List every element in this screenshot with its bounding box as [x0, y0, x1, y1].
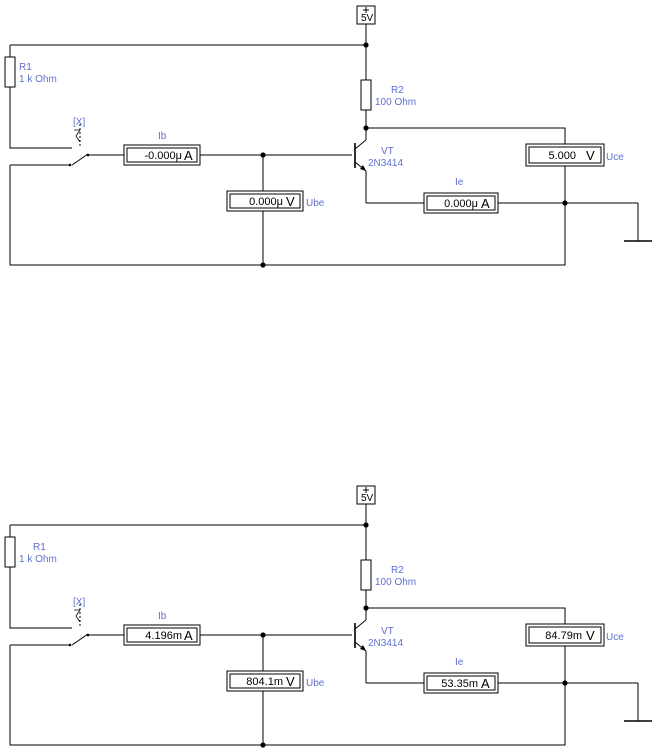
- ube-reading: 0.000μ: [249, 196, 283, 208]
- uce-reading: 5.000: [548, 150, 576, 162]
- r1-value: 1 k Ohm: [19, 74, 57, 85]
- ie-unit: A: [481, 196, 490, 211]
- uce-reading: 84.79m: [545, 630, 582, 642]
- ib-reading: -0.000μ: [144, 150, 182, 162]
- source-label: 5V: [361, 493, 374, 504]
- transistor-name: VT: [381, 146, 394, 157]
- uce-unit: V: [586, 148, 595, 163]
- source-label: 5V: [361, 13, 374, 24]
- ie-label: Ie: [455, 177, 464, 188]
- r2-name: R2: [391, 85, 404, 96]
- ib-unit: A: [184, 148, 193, 163]
- transistor-model: 2N3414: [368, 638, 403, 649]
- ie-reading: 0.000μ: [444, 198, 478, 210]
- ib-unit: A: [184, 628, 193, 643]
- ie-reading: 53.35m: [441, 678, 478, 690]
- uce-label: Uce: [606, 632, 624, 643]
- r1-name: R1: [19, 62, 32, 73]
- ube-unit: V: [286, 194, 295, 209]
- ube-label: Ube: [306, 678, 325, 689]
- circuit-top: 5V R1 1 k Ohm R2 100 Ohm [X] VT 2N3414 I…: [4, 5, 653, 269]
- uce-label: Uce: [606, 152, 624, 163]
- ube-unit: V: [286, 674, 295, 689]
- ie-label: Ie: [455, 657, 464, 668]
- circuit-bottom: 5V R1 1 k Ohm R2 100 Ohm [X] VT 2N3414 I…: [4, 485, 653, 749]
- r2-name: R2: [391, 565, 404, 576]
- transistor-model: 2N3414: [368, 158, 403, 169]
- ube-label: Ube: [306, 198, 325, 209]
- transistor-name: VT: [381, 626, 394, 637]
- r1-name: R1: [33, 542, 46, 553]
- ib-reading: 4.196m: [145, 630, 182, 642]
- switch-key: [X]: [73, 597, 85, 608]
- ie-unit: A: [481, 676, 490, 691]
- r2-value: 100 Ohm: [375, 577, 416, 588]
- switch-key: [X]: [73, 117, 85, 128]
- r2-value: 100 Ohm: [375, 97, 416, 108]
- uce-unit: V: [586, 628, 595, 643]
- r1-value: 1 k Ohm: [19, 554, 57, 565]
- ube-reading: 804.1m: [246, 676, 283, 688]
- ib-label: Ib: [158, 131, 167, 142]
- ib-label: Ib: [158, 611, 167, 622]
